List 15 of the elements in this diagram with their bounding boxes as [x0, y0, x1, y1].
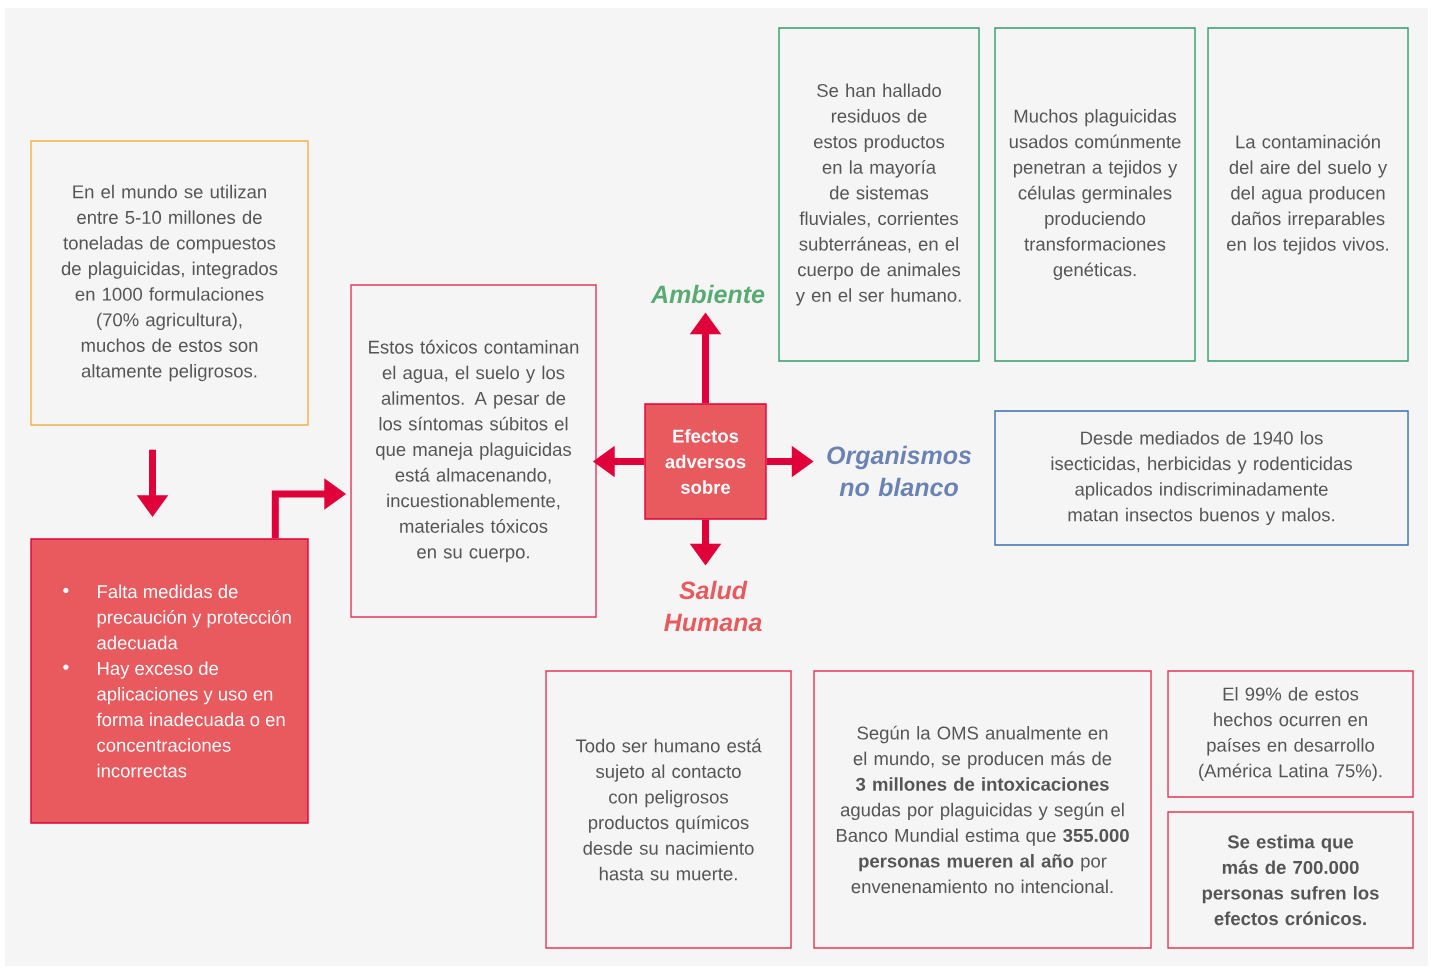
category-label: Salud Humana: [664, 580, 762, 632]
text-box: Se estima que más de 700.000 personas sufren los efectos crónicos.: [1167, 811, 1414, 949]
text-box: Se han hallado residuos de estos productos en la mayoría de sistemas fluviales, corrientes subterráneas, en el cuerpo de animales y en el ser humano.: [778, 27, 980, 362]
text-box: Todo ser humano está sujeto al contacto con peligrosos productos químicos desde su nacimiento hasta su muerte.: [545, 670, 792, 949]
text-box: Muchos plaguicidas usados comúnmente penetran a tejidos y células germinales produciendo transformaciones genéticas.: [994, 27, 1196, 362]
category-label: Organismos no blanco: [827, 445, 972, 497]
text-box: Estos tóxicos contaminan el agua, el suelo y los alimentos. A pesar de los síntomas súbitos el que maneja plaguicidas está almacenando, incuestionablemente, materiales tóxicos en su cuerpo.: [350, 284, 597, 618]
text-box: Desde mediados de 1940 los isecticidas, herbicidas y rodenticidas aplicados indiscriminadamente matan insectos buenos y malos.: [994, 410, 1409, 546]
text-box: La contaminación del aire del suelo y del agua producen daños irreparables en los tejidos vivos.: [1207, 27, 1409, 362]
text-box: El 99% de estos hechos ocurren en países en desarrollo (América Latina 75%).: [1167, 670, 1414, 798]
text-box: Según la OMS anualmente en el mundo, se producen más de 3 millones de intoxicaciones agudas por plaguicidas y según el Banco Mundial estima que 355.000 personas mueren al año por envenenamiento no intencional.: [813, 670, 1152, 949]
text-box: En el mundo se utilizan entre 5-10 millones de toneladas de compuestos de plaguicidas, integrados en 1000 formulaciones (70% agricultura), muchos de estos son altamente peligrosos.: [30, 140, 309, 426]
text-box: Efectos adversos sobre: [644, 403, 767, 520]
category-label: Ambiente: [650, 284, 765, 304]
bullet-list-box: Falta medidas de precaución y protección adecuada Hay exceso de aplicaciones y uso en forma inadecuada o en concentraciones incorrectas: [30, 538, 309, 824]
